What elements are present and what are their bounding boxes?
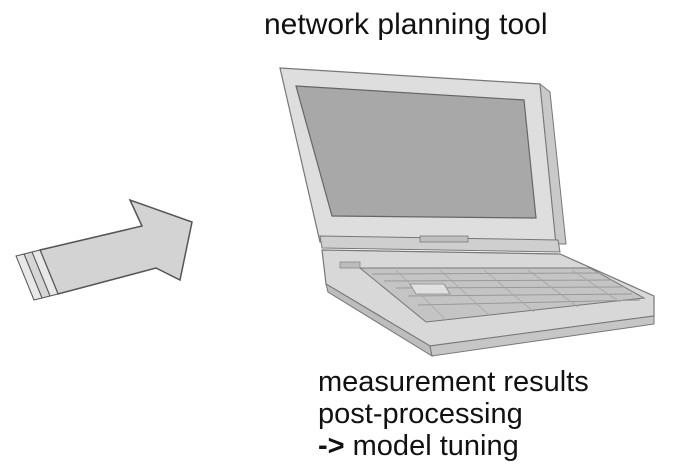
caption-line-3: -> model tuning: [318, 430, 589, 462]
diagram-title: network planning tool: [264, 8, 548, 41]
caption-arrow-text: ->: [318, 430, 345, 462]
caption-line-2: post-processing: [318, 398, 523, 430]
caption-line-1: measurement results: [318, 366, 589, 398]
caption-line-3-text: model tuning: [344, 430, 519, 462]
laptop-icon: [279, 67, 655, 358]
diagram-caption: measurement results post-processing -> m…: [318, 366, 589, 462]
right-arrow-icon: [15, 198, 193, 301]
